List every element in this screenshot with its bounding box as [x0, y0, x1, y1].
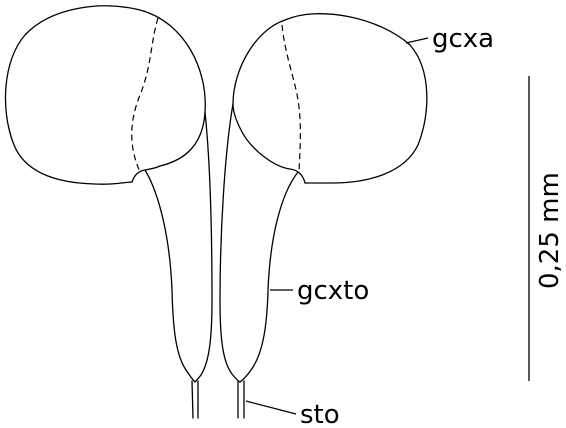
left-tube	[192, 381, 198, 418]
right-tube	[238, 381, 244, 418]
right-gland-notch	[233, 104, 305, 183]
label-scale: 0,25 mm	[535, 172, 565, 289]
right-gland-dashed-line	[282, 25, 300, 172]
left-gland-head	[5, 6, 205, 184]
leader-sto	[246, 401, 296, 414]
label-gcxa: gcxa	[432, 24, 494, 54]
label-sto: sto	[300, 400, 340, 428]
left-gland-notch	[132, 166, 160, 182]
label-gcxto: gcxto	[297, 276, 369, 306]
leader-gcxa	[406, 38, 428, 43]
right-gland-head	[233, 14, 427, 183]
left-gland-stalk	[145, 112, 212, 382]
left-gland-dashed-line	[132, 18, 158, 172]
right-gland-stalk	[220, 104, 298, 382]
